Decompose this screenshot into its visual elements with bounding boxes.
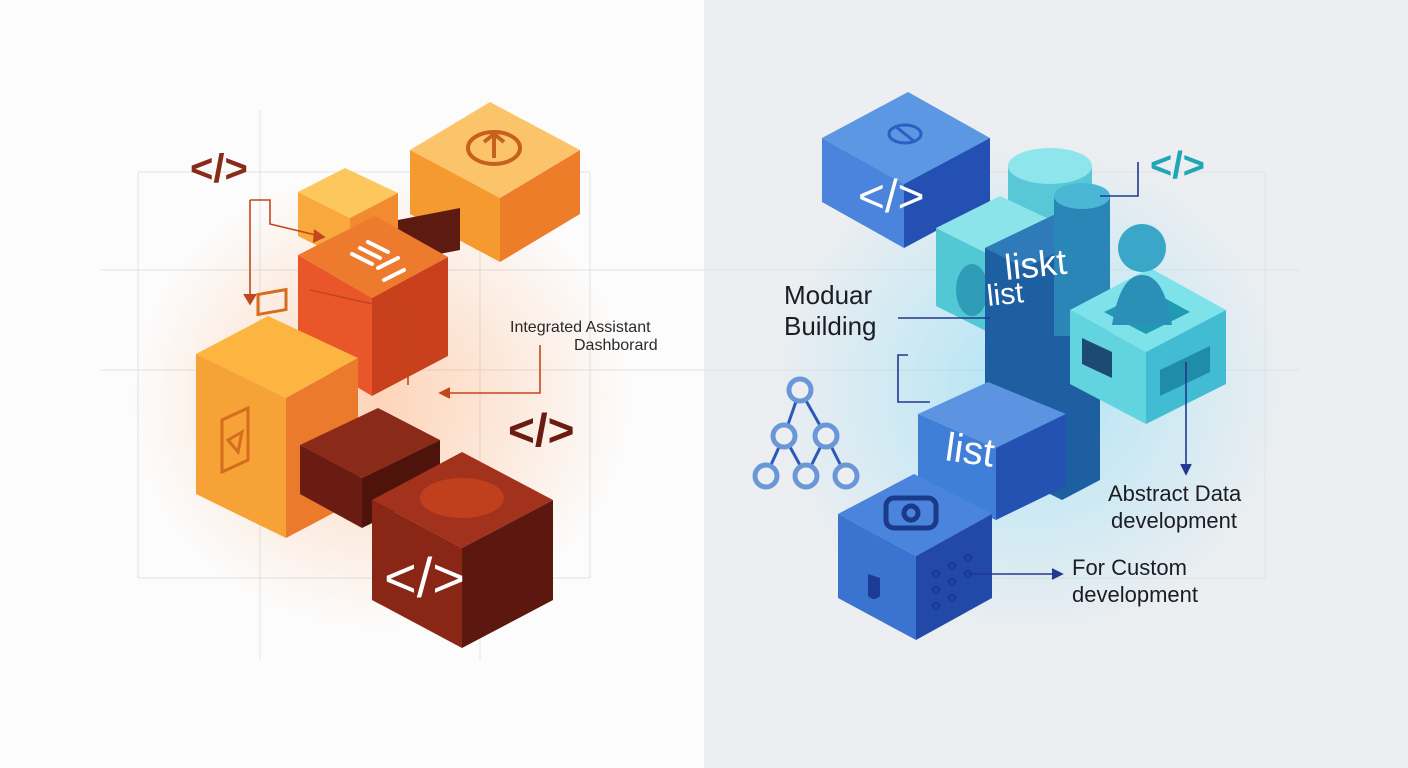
- block-text-liskt: liskt: [1003, 241, 1069, 288]
- orange-connector-arrows: [243, 199, 541, 399]
- label-integrated-assistant: Integrated Assistant: [510, 319, 651, 336]
- blue-list-block: [918, 382, 1066, 520]
- camera-icon: [883, 495, 939, 531]
- list-icon: [350, 240, 406, 282]
- code-symbol-maroon-cube: </>: [384, 546, 465, 609]
- label-abstract-data: Abstract Data: [1108, 481, 1242, 506]
- label-abstract-development: development: [1111, 508, 1237, 533]
- label-modular: Moduar: [784, 280, 873, 310]
- block-text-list-small: list: [985, 276, 1026, 313]
- dot-grid-icon: [931, 553, 973, 611]
- shield-icon: [868, 574, 880, 599]
- navy-connector-arrows: [897, 162, 1192, 580]
- tree-network-icon: [752, 376, 860, 490]
- blue-cube-bottom: [838, 474, 992, 640]
- label-dashboard: Dashborard: [574, 337, 658, 354]
- label-custom-development: development: [1072, 582, 1198, 607]
- code-symbol-top-left: </>: [190, 147, 248, 191]
- code-symbol-middle: </>: [508, 404, 575, 456]
- label-for-custom: For Custom: [1072, 555, 1187, 580]
- maroon-cube-bottom: [372, 452, 553, 648]
- blue-cube-top: [822, 92, 990, 248]
- person-icon: [1112, 224, 1172, 325]
- chip-icon: [887, 123, 923, 145]
- code-symbol-top-right: </>: [1150, 145, 1205, 187]
- code-symbol-blue-cube: </>: [858, 170, 925, 222]
- label-building: Building: [784, 311, 877, 341]
- badge-icon: [466, 130, 522, 166]
- orange-cube-top: [410, 102, 580, 262]
- document-icon: [220, 287, 288, 475]
- block-text-list-blue: list: [943, 425, 998, 475]
